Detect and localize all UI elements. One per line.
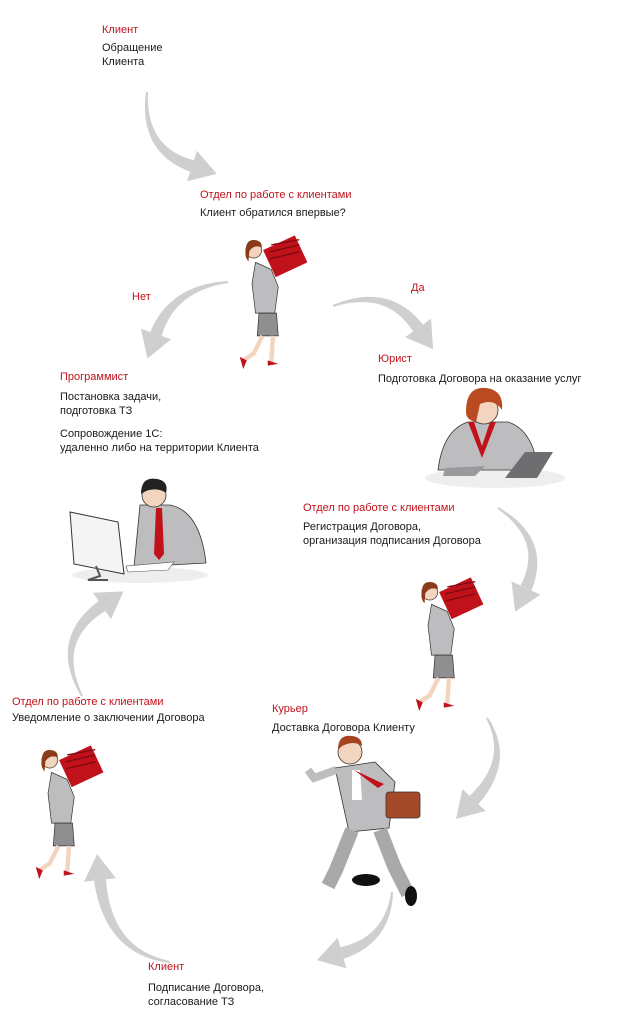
step-text: Клиент обратился впервые? (200, 207, 346, 219)
step-text: согласование ТЗ (148, 996, 235, 1008)
step-courier: Курьер Доставка Договора Клиенту (272, 702, 415, 735)
step-text: удаленно либо на территории Клиента (60, 442, 259, 454)
step-text: Постановка задачи, (60, 391, 162, 403)
flow-arrow-icon (140, 281, 229, 359)
step-text: Регистрация Договора, (303, 521, 422, 533)
step-role: Отдел по работе с клиентами (12, 696, 164, 708)
flow-arrow-icon (144, 91, 217, 182)
step-text: Подписание Договора, (148, 982, 265, 994)
woman-with-folders-figure-2 (416, 577, 484, 711)
step-role: Клиент (102, 24, 139, 36)
step-lawyer: Юрист Подготовка Договора на оказание ус… (378, 352, 581, 386)
flow-arrow-icon (497, 507, 541, 612)
step-text: Сопровождение 1С: (60, 428, 163, 440)
step-client-signing: Клиент Подписание Договора, согласование… (148, 960, 264, 1009)
flow-arrow-icon (332, 296, 434, 350)
step-role: Юрист (378, 353, 412, 365)
step-text: Подготовка Договора на оказание услуг (378, 373, 582, 385)
courier-running-figure (304, 735, 421, 906)
step-contract-notification: Отдел по работе с клиентами Уведомление … (12, 695, 205, 725)
flow-arrow-icon (67, 591, 124, 697)
flow-arrow-icon (316, 891, 393, 969)
step-client-dept-check: Отдел по работе с клиентами Клиент обрат… (200, 188, 352, 220)
programmer-at-computer-figure (69, 478, 208, 583)
branch-yes-label: Да (411, 282, 425, 294)
step-role: Отдел по работе с клиентами (200, 189, 352, 201)
step-text: организация подписания Договора (303, 535, 481, 547)
step-role: Клиент (148, 961, 185, 973)
step-text: подготовка ТЗ (60, 405, 133, 417)
step-client-request: Клиент Обращение Клиента (102, 23, 162, 69)
step-text: Обращение (102, 42, 163, 54)
lawyer-at-laptop-figure (425, 387, 565, 488)
step-text: Уведомление о заключении Договора (12, 712, 205, 724)
step-text: Доставка Договора Клиенту (272, 722, 415, 734)
branch-no-label: Нет (132, 291, 151, 303)
woman-with-folders-figure-3 (36, 745, 104, 879)
step-text: Клиента (102, 56, 145, 68)
step-role: Программист (60, 371, 129, 383)
flow-arrow-icon (84, 854, 171, 963)
woman-with-folders-figure-1 (240, 235, 308, 369)
step-role: Курьер (272, 703, 308, 715)
step-contract-registration: Отдел по работе с клиентами Регистрация … (303, 501, 481, 548)
step-programmer: Программист Постановка задачи, подготовк… (60, 370, 259, 455)
flow-arrow-icon (456, 717, 500, 819)
step-role: Отдел по работе с клиентами (303, 502, 455, 514)
